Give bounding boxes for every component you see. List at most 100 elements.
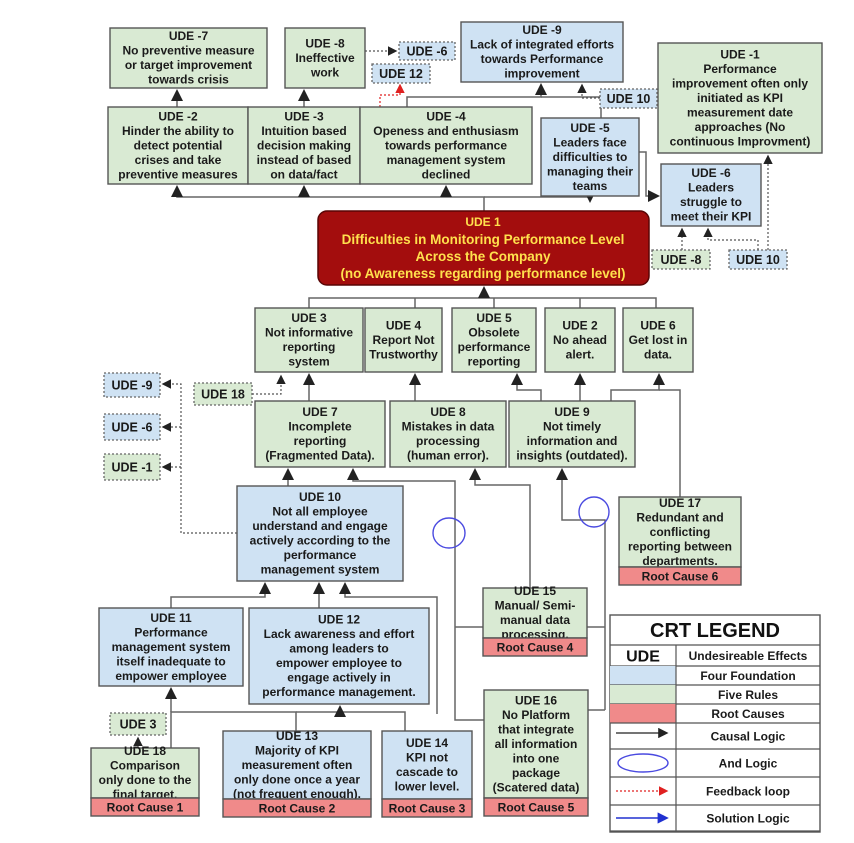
node-box [98, 607, 244, 687]
root-cause-box [381, 798, 473, 818]
causal-arrow-ude16-to-ude9 [556, 468, 606, 710]
node-description-line: management system [261, 563, 380, 577]
reference-tag-label: UDE 3 [120, 718, 157, 732]
legend-swatch-root-cause [610, 704, 676, 723]
node-box [109, 27, 268, 89]
node-description-line: understand and engage [252, 519, 388, 533]
connector-ude13-ude11 [170, 711, 297, 748]
node-description-line: difficulties to [553, 150, 628, 164]
reference-tag-tag-10-mid[interactable]: UDE 10 [728, 249, 788, 270]
node-box [482, 587, 588, 639]
node-description-line: Not informative [265, 326, 353, 340]
node-box [381, 730, 473, 800]
root-cause-label: Root Cause 4 [497, 641, 574, 655]
node-box [247, 106, 361, 185]
reference-tag-tag-10-top[interactable]: UDE 10 [599, 88, 658, 109]
node-box [451, 307, 537, 373]
node-description-line: all information [495, 737, 578, 751]
node-description-line: Intuition based [261, 124, 346, 138]
node-id: UDE 2 [562, 318, 598, 332]
node-description-line: (not frequent enough). [233, 787, 361, 801]
node-id: UDE 18 [124, 744, 166, 758]
node-description-line: measurement date [687, 105, 793, 119]
reference-tag-tag-m6-left[interactable]: UDE -6 [103, 413, 161, 441]
legend-label: Solution Logic [706, 812, 790, 826]
node-description-line: work [310, 65, 339, 79]
dotted-arrow-ude10-to-ude-m9 [161, 379, 237, 534]
reference-tag-tag-m1-left[interactable]: UDE -1 [103, 453, 161, 481]
legend-symbol-text: UDE [626, 649, 660, 666]
root-cause-box [90, 797, 200, 817]
node-description-line: Openess and enthusiasm [373, 124, 518, 138]
reference-tag-box [398, 41, 456, 61]
node-box [254, 307, 364, 373]
reference-tag-tag-m9-left[interactable]: UDE -9 [103, 372, 161, 398]
legend-label: Causal Logic [711, 730, 786, 744]
node-description-line: KPI not [406, 751, 448, 765]
node-description-line: conflicting [650, 525, 711, 539]
node-description-line: only done to the [99, 773, 192, 787]
root-cause-label: Root Cause 5 [498, 801, 575, 815]
node-description-line: engage actively in [287, 671, 390, 685]
reference-tag-tag-12-top[interactable]: UDE 12 [371, 63, 431, 84]
node-description-line: Not timely [543, 420, 601, 434]
node-id: UDE 3 [291, 311, 327, 325]
legend-label: Root Causes [711, 707, 785, 721]
reference-tag-tag-m6-top[interactable]: UDE -6 [398, 41, 456, 61]
feedback-arrow-to-ude-12 [379, 83, 405, 107]
node-description-line: No Platform [502, 708, 570, 722]
node-box [622, 307, 694, 373]
node-description-line: (Fragmented Data). [265, 449, 374, 463]
reference-tag-label: UDE -8 [661, 253, 702, 267]
node-description-line: reporting [283, 340, 336, 354]
dotted-arrow-tag-ude-10-to-ude-m9 [577, 83, 600, 99]
causal-arrow-ude1-to-ude-m5 [484, 191, 596, 203]
core-problem-line: Across the Company [415, 249, 551, 264]
dotted-arrow-ude10-to-ude-m6 [703, 227, 759, 250]
node-description-line: reporting [468, 355, 521, 369]
node-id: UDE -5 [570, 121, 610, 135]
root-cause-box [482, 637, 588, 657]
node-description-line: into one [513, 751, 560, 765]
and-logic-ellipse-2 [578, 496, 610, 528]
reference-tag-box [651, 249, 711, 270]
reference-tag-tag-3-bottom[interactable]: UDE 3 [109, 712, 167, 736]
node-description-line: empower employee to [276, 656, 402, 670]
reference-tag-tag-18-left[interactable]: UDE 18 [193, 382, 253, 406]
reference-tag-tag-m8-mid[interactable]: UDE -8 [651, 249, 711, 270]
node-description-line: Trustworthy [369, 347, 438, 361]
node-id: UDE 13 [276, 729, 318, 743]
node-id: UDE 14 [406, 736, 448, 750]
node-description-line: performance management. [262, 685, 415, 699]
node-description-line: management system [387, 153, 506, 167]
node-id: UDE 17 [659, 496, 701, 510]
root-cause-label: Root Cause 3 [389, 802, 466, 816]
